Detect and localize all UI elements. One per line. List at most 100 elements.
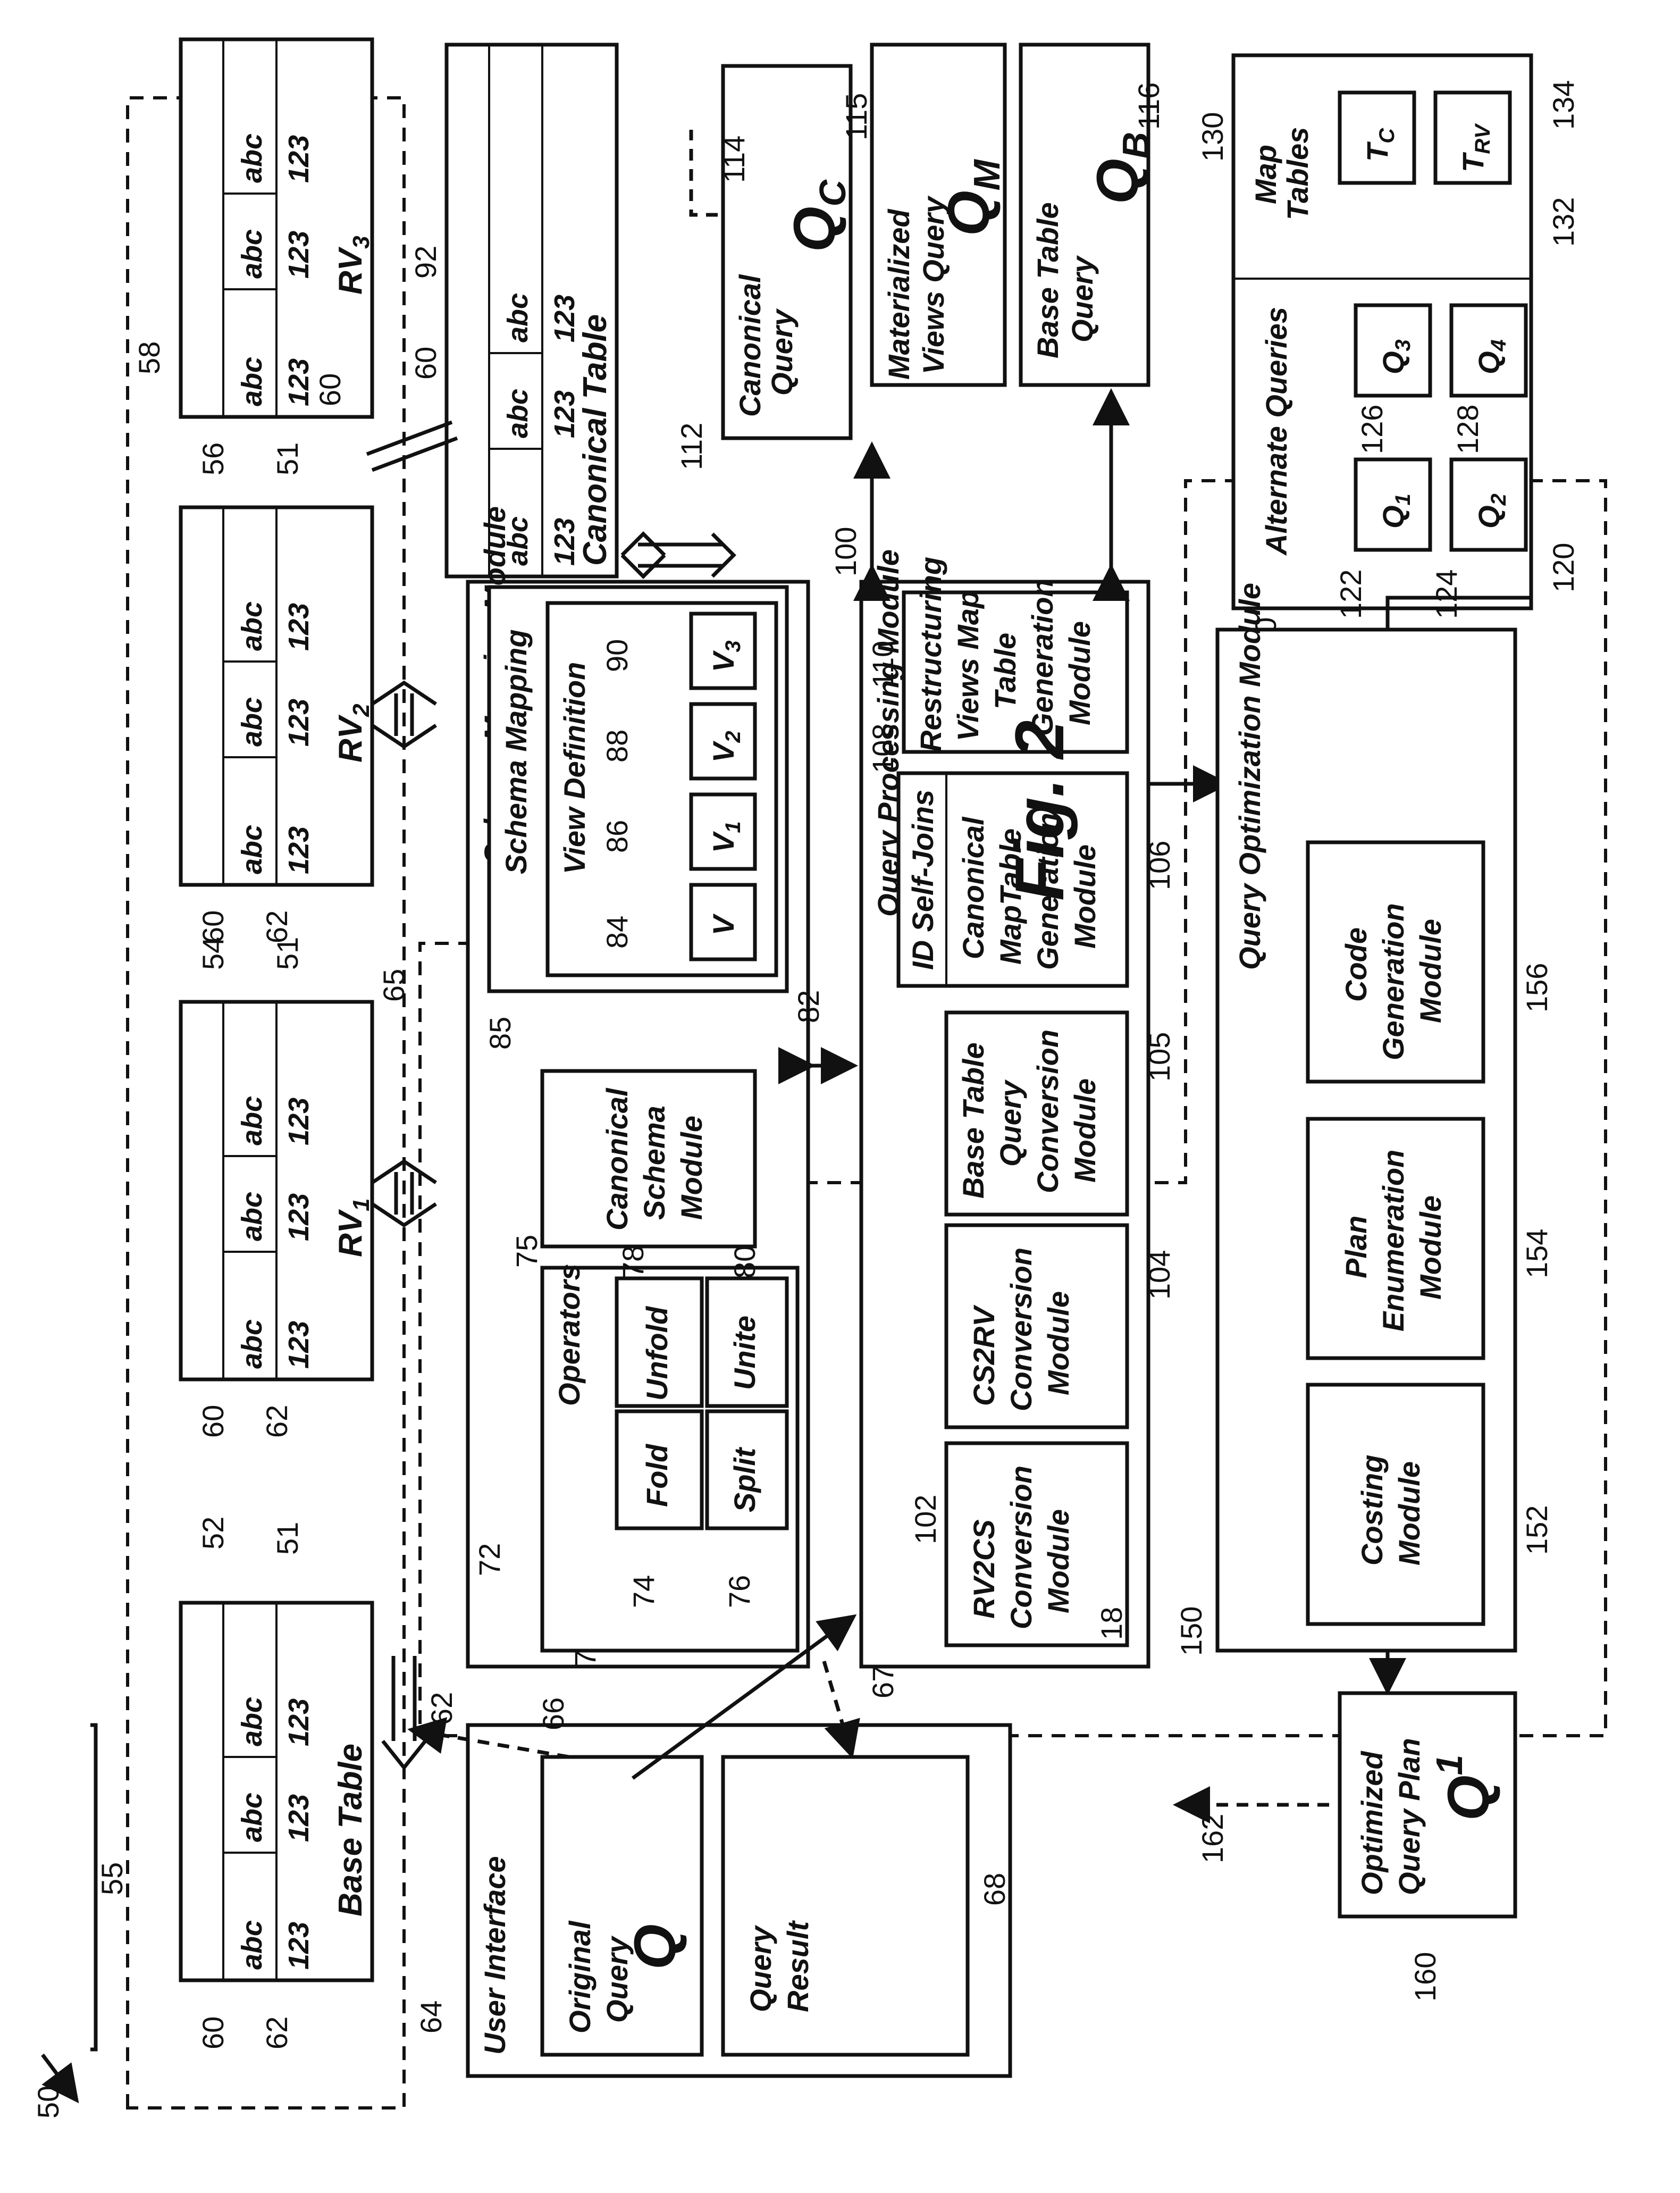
query-result-line: Query [744,1924,777,2012]
rv2-cell: 123 [283,603,315,651]
query-result-line: Result [781,1920,814,2012]
base-table-conversion-line: Query [994,1079,1027,1167]
canonical-row-ref: 60 [409,347,442,380]
restructuring-line: Restructuring [914,557,947,752]
q1-label: Q [1376,505,1410,529]
unfold-ref: 78 [616,1245,650,1278]
rv3-cell: abc [236,133,268,183]
split-label: Split [728,1446,761,1512]
base-table-data-ref: 62 [425,1692,458,1725]
id-self-joins-ref: 108 [866,724,900,773]
canonical-schema-ref: 75 [510,1235,543,1268]
rv1-cell: abc [236,1192,268,1241]
rv3-cell: abc [236,357,268,406]
canonical-query-dashed-arrow [691,130,718,215]
original-query-symbol: Q [623,1924,688,1970]
canonical-maptable-line: Canonical [956,816,990,959]
canonical-table-cell: 123 [549,390,581,438]
base-table-cell: 123 [283,1922,315,1970]
plan-enumeration-ref: 154 [1520,1229,1553,1278]
code-generation-line: Code [1339,927,1373,1002]
materialized-query-ref: 115 [839,93,873,140]
tc-ref: 132 [1547,197,1580,247]
view-v1-ref: 86 [600,820,634,853]
rv1-table: abc abc abc 123 123 123 RV1 [181,1002,374,1379]
restructuring-line: Views Map [951,590,985,741]
trv-sub: RV [1471,123,1494,154]
plan-enumeration-line: Plan [1339,1216,1373,1278]
canonical-table: abc abc abc 123 123 123 Canonical Table [447,45,617,576]
trv-label: T [1456,152,1490,172]
base-table-cell: abc [236,1793,268,1842]
base-table-cell: abc [236,1697,268,1746]
cs2rv-line: Conversion [1004,1248,1038,1411]
view-v1-label: V [707,831,740,853]
rv1-subscript: 1 [348,1198,374,1211]
rv2-table: abc abc abc 123 123 123 RV2 [181,507,374,885]
view-v3-label: V [707,650,740,672]
costing-line: Module [1392,1461,1426,1566]
q3-sub: 3 [1391,339,1415,351]
rv1-cell: abc [236,1319,268,1369]
view-v2-ref: 88 [600,730,634,763]
query-optimization-ref: 150 [1174,1606,1208,1656]
view-v-label: V [707,913,740,935]
dashed-link-ref: 65 [377,969,410,1002]
rv3-ref: 58 [132,341,166,374]
split-ref: 76 [723,1575,756,1608]
canonical-table-cell: abc [502,389,534,438]
materialized-query-line: Materialized [882,208,915,380]
base-table-query-ref: 116 [1132,82,1165,130]
q1-sub: 1 [1391,493,1415,505]
operators-ref: 72 [473,1543,506,1576]
rv2-cell: abc [236,601,268,651]
base-table-conversion-line: Module [1068,1078,1102,1183]
user-interface-ref: 64 [414,2001,448,2033]
view-definition-ref: 82 [792,990,825,1023]
canonical-query-arrow-ref: 114 [717,136,751,183]
rv3-cell: 123 [283,135,315,183]
rv3-cell: abc [236,229,268,279]
schema-mapping-inner-ref: 85 [483,1017,517,1050]
trv-ref: 134 [1547,80,1580,130]
canonical-schema-line: Module [675,1116,708,1220]
rv3-title: RV [332,246,369,295]
base-table-conversion-line: Conversion [1031,1029,1064,1193]
base-table-cell: 123 [283,1698,315,1746]
code-generation-line: Generation [1376,903,1410,1060]
canonical-query-ref: 112 [675,423,708,470]
rv3-table: abc abc abc 123 123 123 RV3 [181,39,374,417]
canonical-table-cell: abc [502,293,534,342]
q4-label: Q [1472,351,1506,374]
label-row-ref: 60 [196,1405,230,1438]
q4-ref: 128 [1451,405,1484,454]
data-row-ref: 62 [260,2016,293,2049]
materialized-query-sub: M [966,158,1007,190]
cs2rv-line: Module [1041,1291,1075,1395]
rv3-cell: 123 [283,231,315,279]
cs2rv-ref: 104 [1143,1250,1176,1300]
base-table-cell: 123 [283,1794,315,1842]
rv1-cell: abc [236,1096,268,1145]
rv1-cell: 123 [283,1193,315,1241]
optimized-plan-line: Query Plan [1392,1738,1426,1895]
restructuring-line: Generation [1026,579,1059,736]
rv2cs-ref: 102 [909,1495,942,1544]
rv2-ref: 56 [196,442,230,475]
label-row-ref: 60 [196,2016,230,2049]
user-interface-title: User Interface [478,1856,511,2055]
optimized-plan-superscript: 1 [1429,1755,1470,1776]
cs2rv-line: CS2RV [967,1304,1001,1406]
rv2cs-line: Module [1041,1509,1075,1613]
view-definition-title: View Definition [558,662,591,874]
base-table-query-symbol: Q [1085,158,1150,204]
table-body-ref: 51 [271,1522,304,1555]
map-tables-ref: 130 [1196,112,1229,162]
relational-views-ref: 55 [95,1862,129,1895]
canonical-table-ref: 92 [409,246,442,279]
id-self-joins-title: ID Self-Joins [906,790,939,970]
map-tables-line: Map [1249,145,1282,204]
map-tables-line: Tables [1281,127,1314,220]
rv1-cell: 123 [283,1321,315,1369]
data-row-ref: 62 [260,910,293,943]
